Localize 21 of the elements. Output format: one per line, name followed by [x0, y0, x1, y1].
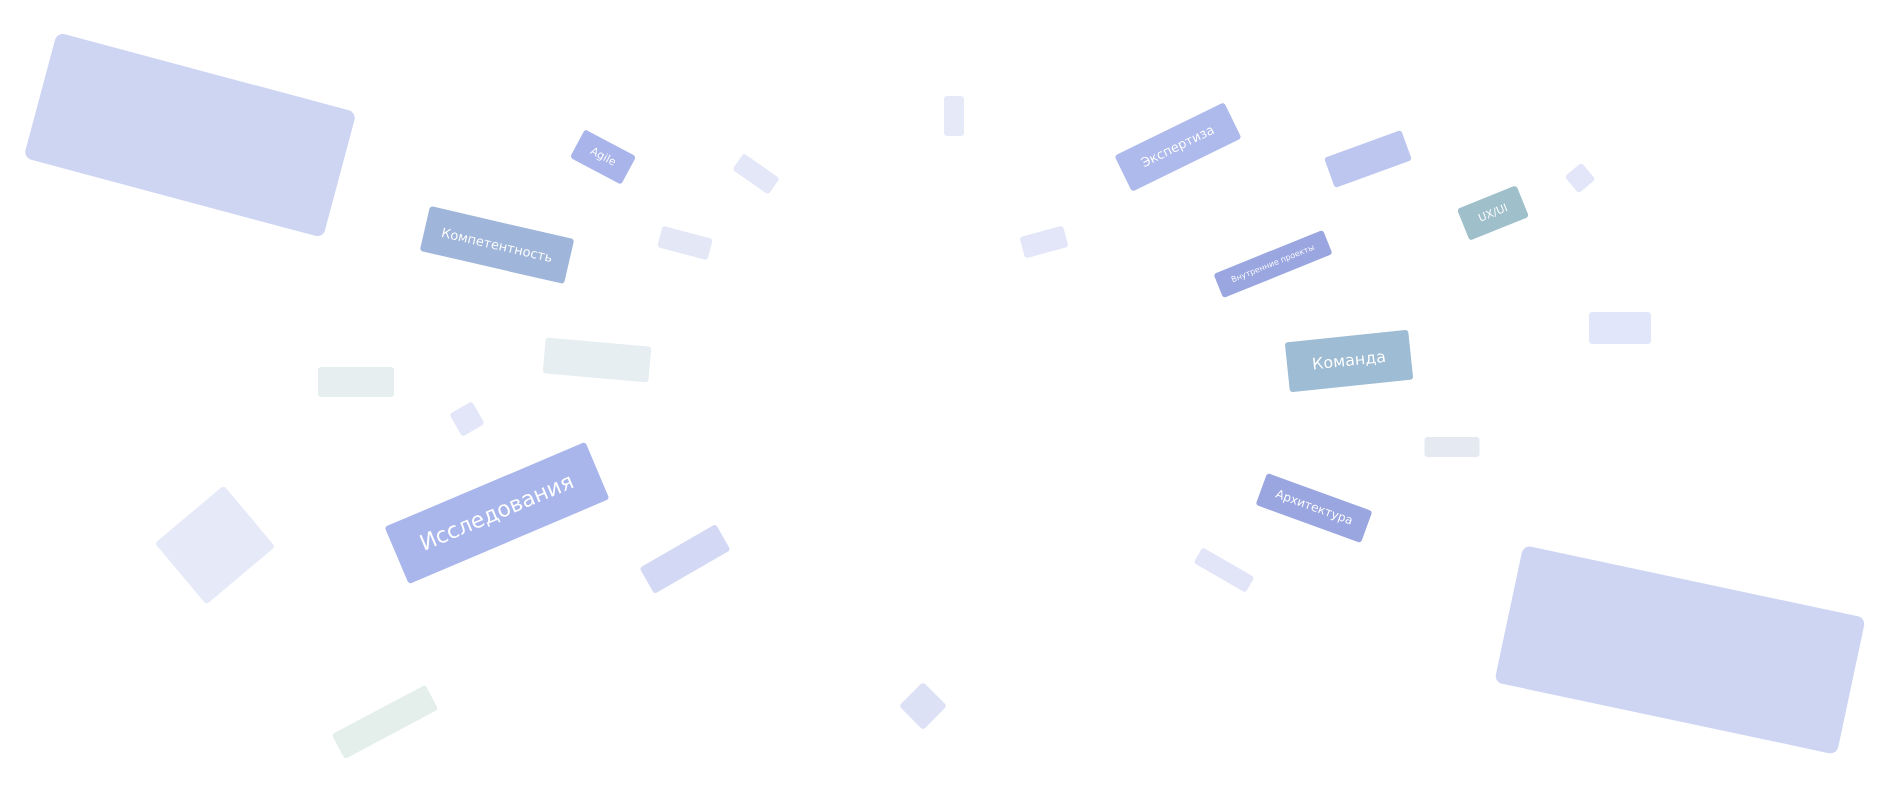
blurred-tag [900, 683, 946, 729]
blurred-tag [542, 337, 652, 383]
blurred-tag [332, 685, 438, 759]
blurred-tag [450, 402, 484, 436]
blurred-tag [657, 226, 713, 260]
blurred-tag [1565, 163, 1595, 193]
blurred-tag [318, 367, 394, 397]
tag-label: UX/UI [1457, 186, 1529, 240]
blurred-tag [1020, 226, 1068, 258]
blurred-tag [1424, 437, 1480, 457]
blurred-tag [25, 33, 355, 237]
blurred-tag [156, 486, 274, 604]
blurred-tag [1194, 548, 1254, 592]
tag-label [1324, 130, 1412, 188]
tag-label [640, 525, 730, 593]
tag-label: Agile [570, 130, 636, 184]
tag-label: Команда [1285, 329, 1413, 393]
blurred-tag [1589, 312, 1651, 344]
blurred-tag [944, 96, 964, 136]
blurred-tag [1495, 546, 1865, 754]
blurred-tag [733, 154, 779, 194]
